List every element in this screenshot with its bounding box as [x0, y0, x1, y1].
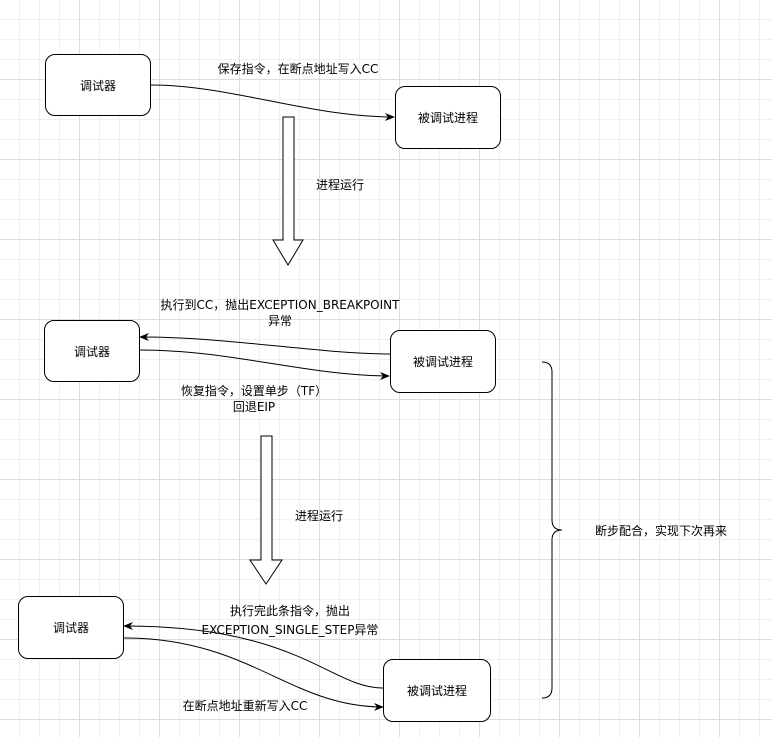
debugger-node-2: 调试器	[44, 320, 140, 382]
label-hit-cc-line2: 异常	[267, 314, 292, 328]
block-arrow-run-1	[272, 116, 304, 266]
label-save-write-cc: 保存指令，在断点地址写入CC	[217, 62, 379, 76]
debugger-node-1: 调试器	[45, 54, 151, 116]
curly-brace	[541, 361, 563, 699]
debugger-node-3: 调试器	[18, 596, 124, 659]
label-single-step-line1: 执行完此条指令，抛出	[229, 604, 350, 618]
edge-single-step	[123, 622, 384, 689]
edge-hit-cc	[139, 333, 391, 355]
label-single-step-line2: EXCEPTION_SINGLE_STEP异常	[201, 623, 379, 637]
debuggee-node-2: 被调试进程	[390, 330, 496, 393]
label-restore-line1: 恢复指令，设置单步（TF）	[180, 384, 328, 398]
block-arrow-run-2	[249, 435, 283, 585]
label-brace: 断步配合，实现下次再来	[594, 524, 727, 538]
label-hit-cc-line1: 执行到CC，抛出EXCEPTION_BREAKPOINT	[160, 298, 400, 312]
debuggee-node-1: 被调试进程	[395, 86, 501, 149]
label-run-2: 进程运行	[294, 509, 343, 523]
label-run-1: 进程运行	[315, 178, 364, 192]
debuggee-node-3: 被调试进程	[383, 659, 491, 722]
edge-rewrite-cc	[123, 637, 384, 711]
label-rewrite-cc: 在断点地址重新写入CC	[182, 699, 308, 713]
label-restore-line2: 回退EIP	[232, 400, 276, 414]
edge-save-write-cc	[150, 84, 395, 121]
edge-restore	[139, 349, 390, 380]
